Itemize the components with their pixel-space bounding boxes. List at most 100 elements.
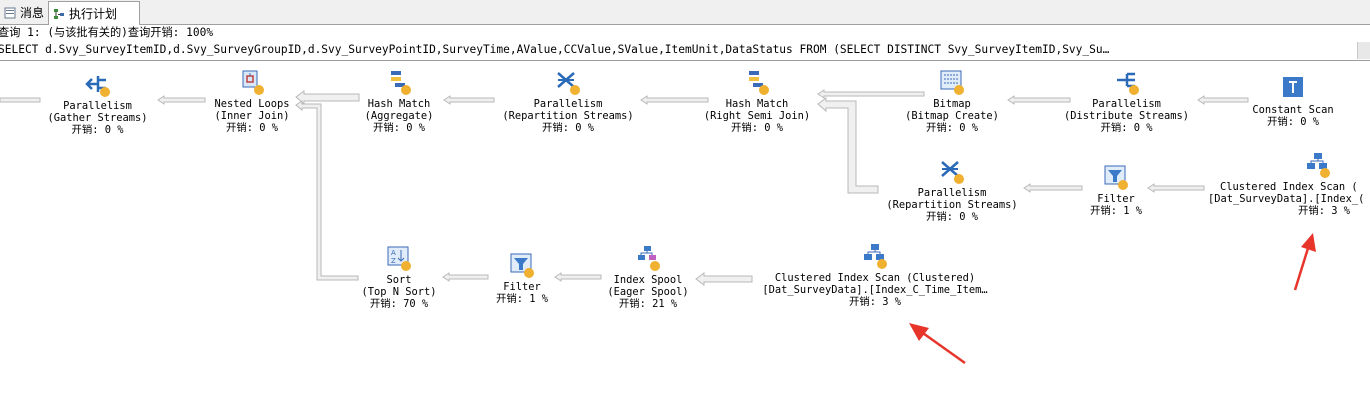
node-name: Filter xyxy=(503,281,541,293)
flow-arrow-spool-to-filter2 xyxy=(554,272,602,282)
node-name: Filter xyxy=(1097,193,1135,205)
query-header: 查询 1: (与该批有关的)查询开销: 100% xyxy=(0,26,214,39)
plan-node-parallelism-repartition-1[interactable]: Parallelism (Repartition Streams) 开销: 0 … xyxy=(494,68,642,134)
nested-loops-icon xyxy=(242,70,264,95)
flow-arrow-repart2-to-hashsemi xyxy=(817,97,879,194)
plan-node-constant-scan[interactable]: Constant Scan 开销: 0 % xyxy=(1244,74,1342,128)
node-subtitle: (Aggregate) xyxy=(364,110,434,122)
node-name: Nested Loops xyxy=(214,98,290,110)
plan-node-clustered-index-scan-1[interactable]: Clustered Index Scan ( [Dat_SurveyData].… xyxy=(1206,151,1370,217)
node-cost: 开销: 0 % xyxy=(225,122,279,134)
results-tab-bar: 消息 执行计划 xyxy=(0,0,1370,25)
node-cost: 开销: 0 % xyxy=(1266,116,1320,128)
node-name: Parallelism xyxy=(63,100,132,112)
node-name: Hash Match xyxy=(367,98,431,110)
node-cost: 开销: 0 % xyxy=(730,122,784,134)
query-sql-text: SELECT d.Svy_SurveyItemID,d.Svy_SurveyGr… xyxy=(0,43,1110,56)
bitmap-icon xyxy=(940,70,964,95)
index-spool-icon xyxy=(638,246,660,271)
parallelism-icon xyxy=(941,161,964,184)
plan-node-index-spool[interactable]: Index Spool (Eager Spool) 开销: 21 % xyxy=(598,244,698,310)
clustered-index-scan-icon xyxy=(1307,153,1330,178)
node-name: Index Spool xyxy=(613,274,683,286)
plan-node-clustered-index-scan-2[interactable]: Clustered Index Scan (Clustered) [Dat_Su… xyxy=(752,242,998,308)
flow-arrow-sort-to-nested xyxy=(295,100,359,281)
plan-node-filter-2[interactable]: Filter 开销: 1 % xyxy=(490,251,554,305)
flow-arrow-hashsemi-to-repart1 xyxy=(640,95,709,105)
flow-arrow-cis1-to-filter1 xyxy=(1147,183,1205,193)
annotation-arrows xyxy=(909,233,1316,365)
plan-flow-arrows xyxy=(0,89,1249,286)
node-cost: 开销: 0 % xyxy=(372,122,426,134)
node-cost: 开销: 1 % xyxy=(495,293,549,305)
node-subtitle: (Repartition Streams) xyxy=(886,199,1018,211)
red-arrow-2 xyxy=(909,323,966,365)
parallelism-icon xyxy=(557,72,580,95)
parallelism-icon xyxy=(84,76,110,97)
node-cost: 开销: 0 % xyxy=(925,211,979,223)
flow-arrow-filter1-to-repart2 xyxy=(1023,183,1083,193)
parallelism-icon xyxy=(1116,72,1139,95)
node-cost: 开销: 3 % xyxy=(848,296,902,308)
node-name: Sort xyxy=(386,274,412,286)
plan-node-filter-1[interactable]: Filter 开销: 1 % xyxy=(1084,163,1148,217)
filter-icon xyxy=(510,253,534,278)
messages-icon xyxy=(4,7,16,18)
node-subtitle: (Gather Streams) xyxy=(47,112,148,124)
node-cost: 开销: 0 % xyxy=(925,122,979,134)
plan-node-hash-match-semi-join[interactable]: Hash Match (Right Semi Join) 开销: 0 % xyxy=(698,68,816,134)
node-subtitle: (Eager Spool) xyxy=(607,286,689,298)
node-name: Parallelism xyxy=(1092,98,1161,110)
node-subtitle: (Top N Sort) xyxy=(361,286,437,298)
red-arrow-1 xyxy=(1293,233,1316,291)
plan-node-bitmap-create[interactable]: Bitmap (Bitmap Create) 开销: 0 % xyxy=(902,68,1002,134)
node-cost: 开销: 21 % xyxy=(618,298,678,310)
plan-node-hash-match-aggregate[interactable]: Hash Match (Aggregate) 开销: 0 % xyxy=(345,68,453,134)
header-scrollbar[interactable] xyxy=(1357,42,1370,59)
node-name: Hash Match xyxy=(725,98,789,110)
tab-messages[interactable]: 消息 xyxy=(0,2,54,23)
node-name: Constant Scan xyxy=(1252,104,1334,116)
node-name: Parallelism xyxy=(533,98,603,110)
flow-arrow-distrib-to-bitmap xyxy=(1007,95,1071,105)
flow-arrow-bitmap-to-hashsemi xyxy=(817,89,925,99)
flow-line-root xyxy=(0,97,41,103)
flow-arrow-repart1-to-hashagg xyxy=(443,95,495,105)
svg-text:Z: Z xyxy=(391,257,396,265)
node-cost: 开销: 3 % xyxy=(1298,205,1351,217)
node-subtitle: (Distribute Streams) xyxy=(1063,110,1190,122)
clustered-index-scan-icon xyxy=(864,244,887,269)
node-subtitle: (Repartition Streams) xyxy=(502,110,634,122)
plan-node-sort-top-n[interactable]: A Z Sort (Top N Sort) 开销: 70 % xyxy=(356,244,442,310)
flow-arrow-filter2-to-sort xyxy=(442,272,489,282)
tab-messages-label: 消息 xyxy=(20,6,45,20)
node-subtitle: [Dat_SurveyData].[Index_( xyxy=(1208,193,1365,205)
node-subtitle: [Dat_SurveyData].[Index_C_Time_Item… xyxy=(762,284,988,296)
node-name: Clustered Index Scan ( xyxy=(1220,181,1358,193)
node-cost: 开销: 70 % xyxy=(369,298,429,310)
flow-arrow-cis2-to-spool xyxy=(695,272,753,286)
node-subtitle: (Bitmap Create) xyxy=(905,110,999,122)
hash-match-icon xyxy=(391,71,411,95)
node-name: Bitmap xyxy=(933,98,971,110)
sort-icon: A Z xyxy=(387,246,411,271)
tab-execution-plan-label: 执行计划 xyxy=(69,7,118,21)
plan-node-parallelism-gather[interactable]: Parallelism (Gather Streams) 开销: 0 % xyxy=(40,70,155,136)
node-cost: 开销: 0 % xyxy=(541,122,595,134)
plan-node-nested-loops[interactable]: Nested Loops (Inner Join) 开销: 0 % xyxy=(198,68,306,134)
node-cost: 开销: 1 % xyxy=(1089,205,1143,217)
plan-node-parallelism-distribute[interactable]: Parallelism (Distribute Streams) 开销: 0 % xyxy=(1054,68,1199,134)
node-subtitle: (Right Semi Join) xyxy=(703,110,811,122)
filter-icon xyxy=(1104,165,1128,190)
node-cost: 开销: 0 % xyxy=(1100,122,1153,134)
tab-execution-plan[interactable]: 执行计划 xyxy=(48,1,140,25)
constant-scan-icon xyxy=(1283,77,1303,97)
plan-node-parallelism-repartition-2[interactable]: Parallelism (Repartition Streams) 开销: 0 … xyxy=(878,157,1026,223)
flow-arrow-constscan-to-distrib xyxy=(1197,95,1249,105)
node-name: Parallelism xyxy=(917,187,987,199)
flow-arrow-nested-to-gather xyxy=(157,95,206,105)
node-cost: 开销: 0 % xyxy=(71,124,124,136)
execution-plan-icon xyxy=(54,8,64,19)
header-separator xyxy=(0,60,1370,61)
